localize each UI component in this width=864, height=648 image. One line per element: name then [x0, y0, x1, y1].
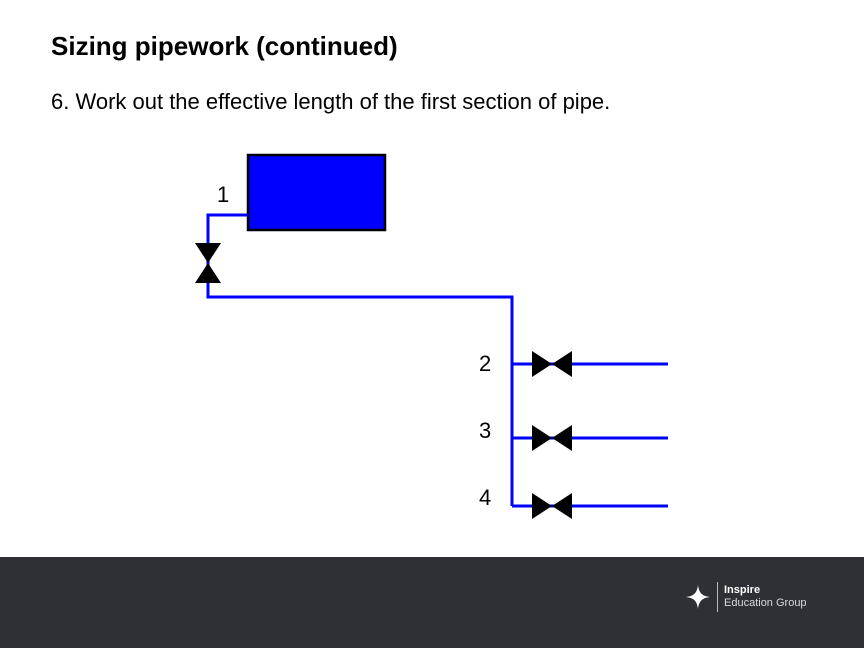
point-label-1: 1 [217, 182, 229, 207]
point-label-2: 2 [479, 351, 491, 376]
gate-valve-4 [532, 493, 572, 519]
pipework-diagram: 1 2 3 4 [195, 153, 668, 519]
footer-bar [0, 557, 864, 648]
gate-valve-3 [532, 425, 572, 451]
logo-divider [717, 582, 718, 612]
logo-text: Inspire Education Group [724, 584, 807, 610]
slide-title: Sizing pipework (continued) [51, 31, 398, 61]
brand-logo: Inspire Education Group [685, 582, 807, 612]
point-label-3: 3 [479, 418, 491, 443]
storage-tank [246, 153, 387, 232]
instruction-text: 6. Work out the effective length of the … [51, 89, 611, 114]
logo-line-2: Education Group [724, 597, 807, 609]
logo-line-1: Inspire [724, 584, 761, 596]
star-icon [686, 585, 710, 609]
main-pipe [206, 213, 514, 506]
gate-valve-2 [532, 351, 572, 377]
gate-valve-1 [195, 243, 221, 283]
point-label-4: 4 [479, 485, 491, 510]
